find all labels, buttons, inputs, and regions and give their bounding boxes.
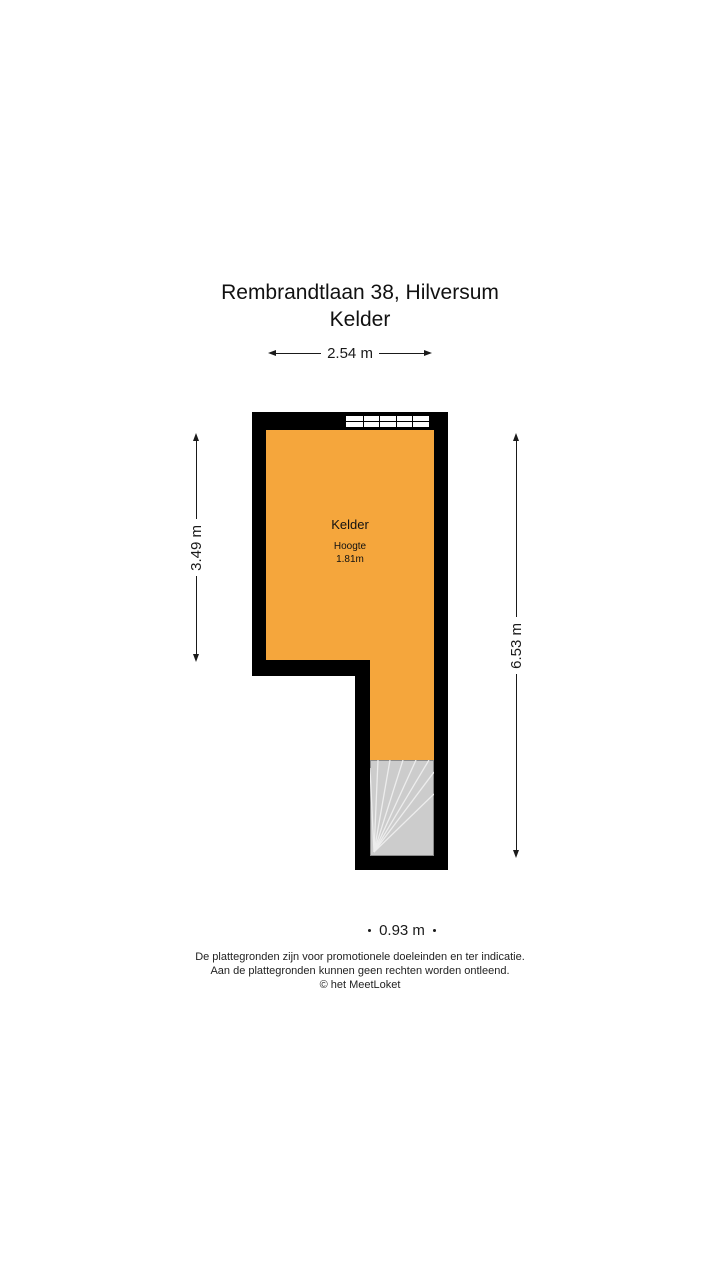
dimension-line-segment [515, 674, 517, 851]
floorplan: Kelder Hoogte 1.81m [252, 412, 448, 870]
dimension-label-left: 3.49 m [187, 524, 205, 571]
dimension-top: 2.54 m [268, 344, 433, 362]
window-tick [395, 416, 397, 427]
arrowhead-down-icon [193, 654, 199, 663]
dimension-line-segment [515, 441, 517, 617]
footer-disclaimer-line1: De plattegronden zijn voor promotionele … [195, 951, 525, 963]
room-height-value: 1.81m [336, 554, 364, 565]
footer: De plattegronden zijn voor promotionele … [0, 950, 720, 992]
dimension-label-right: 6.53 m [507, 622, 525, 669]
dimension-bottom: 0.93 m [352, 921, 452, 939]
footer-disclaimer-line2: Aan de plattegronden kunnen geen rechten… [210, 965, 510, 977]
window-tick [362, 416, 364, 427]
arrowhead-left-icon [268, 350, 276, 356]
dimension-label-top: 2.54 m [327, 344, 373, 362]
room-kelder-fill [266, 430, 434, 660]
arrowhead-right-icon [424, 350, 433, 356]
dimension-left: 3.49 m [187, 433, 205, 663]
dimension-line-segment [195, 576, 197, 655]
dimension-line-segment [276, 352, 322, 354]
arrowhead-up-icon [513, 433, 519, 441]
room-extension-fill [370, 660, 434, 760]
window-glass-line [346, 421, 429, 422]
room-name-label: Kelder [331, 517, 369, 532]
window-tick [379, 416, 381, 427]
dimension-label-bottom: 0.93 m [379, 921, 425, 939]
stairs-icon [370, 760, 434, 856]
room-label-block: Kelder Hoogte 1.81m [266, 517, 434, 566]
window-tick [412, 416, 414, 427]
arrowhead-down-icon [513, 850, 519, 859]
footer-copyright: © het MeetLoket [319, 979, 401, 991]
window-icon [345, 415, 430, 428]
dimension-line-segment [378, 352, 425, 354]
dimension-right: 6.53 m [507, 433, 525, 859]
page-title: Rembrandtlaan 38, Hilversum [221, 281, 499, 304]
dimension-dot-icon [432, 928, 436, 932]
dimension-line-segment [195, 441, 197, 519]
page-subtitle: Kelder [329, 308, 391, 331]
arrowhead-up-icon [193, 433, 199, 441]
title-block: Rembrandtlaan 38, Hilversum Kelder [0, 279, 720, 333]
room-height-label: Hoogte [333, 541, 367, 552]
dimension-dot-icon [368, 928, 372, 932]
